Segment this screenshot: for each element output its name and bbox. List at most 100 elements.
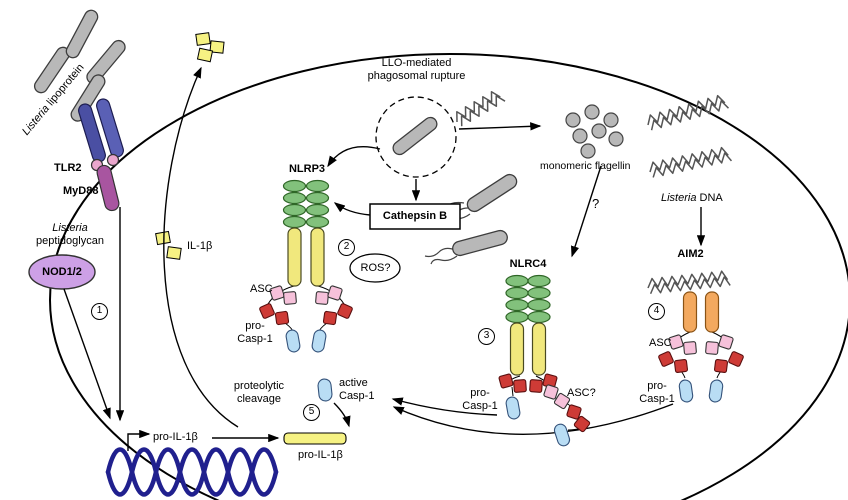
dna-helix-strand — [105, 447, 279, 497]
pro-casp1-molecule — [553, 423, 571, 447]
label-monomeric-flagellin: monomeric flagellin — [540, 160, 631, 172]
label-nod12: NOD1/2 — [42, 266, 82, 278]
arrow-flagellin-to-nlrc4 — [571, 165, 602, 258]
label-listeria-dna-em: Listeria — [661, 192, 697, 204]
tlr2-receptor — [78, 98, 124, 172]
il1b-molecule — [209, 40, 225, 54]
phagosome-bacterium — [392, 116, 438, 156]
pyd-domain — [543, 384, 571, 410]
bacterium-rod — [452, 229, 508, 257]
flagellin-monomer — [580, 143, 596, 159]
label-llo-line1: LLO-mediated — [381, 57, 452, 69]
il1b-molecule — [155, 230, 171, 246]
label-llo-line2: phagosomal rupture — [367, 70, 466, 82]
pro-il1b-rod — [283, 432, 347, 445]
pro-casp1-molecule — [505, 396, 521, 420]
step-badge-4: 4 — [648, 303, 665, 320]
label-aim2: AIM2 — [677, 248, 704, 260]
label-pro-casp1-aim2: pro- Casp-1 — [633, 380, 681, 406]
arrows — [63, 66, 706, 451]
flagellin-monomer — [591, 123, 607, 139]
label-il1b: IL-1β — [187, 240, 213, 252]
nlrp3-complex — [259, 179, 353, 353]
lrr-domain — [505, 274, 551, 324]
secreted-il1b-group — [195, 32, 225, 63]
label-listeria-peptidoglycan-line1: Listeria — [24, 222, 116, 235]
flagellin-monomer — [584, 104, 600, 120]
step-badge-5: 5 — [303, 404, 320, 421]
flagellin-monomer — [572, 128, 588, 144]
lrr-domain — [282, 179, 330, 229]
flagellated-bacteria-group — [424, 173, 518, 265]
label-myd88: MyD88 — [63, 185, 99, 197]
label-proteolytic-cleavage: proteolytic cleavage — [223, 380, 295, 406]
card-domain — [566, 404, 591, 433]
dna-squiggle — [456, 90, 506, 127]
card-domain — [259, 303, 353, 326]
il1b-molecule — [166, 246, 182, 260]
label-pro-casp1-line1: pro- — [245, 320, 265, 332]
pro-casp1-molecule — [285, 329, 327, 353]
il1b-molecule — [196, 47, 214, 63]
arrow-transcription-start — [127, 429, 151, 451]
arrow-phagosome-to-flagellin — [458, 122, 542, 131]
label-listeria-dna-rest: DNA — [696, 192, 723, 204]
arrow-aim2-to-casp1 — [392, 403, 674, 435]
label-pro-casp1-nlrp3: pro- Casp-1 — [231, 320, 279, 346]
cathepsin-box — [369, 203, 461, 230]
label-asc-nlrp3: ASC — [250, 283, 273, 295]
listeria-dna-squiggle — [647, 94, 730, 131]
label-listeria-peptidoglycan-line2: peptidoglycan — [36, 235, 104, 247]
myd88-protein — [96, 164, 120, 212]
label-active-casp1-line2: Casp-1 — [339, 390, 375, 402]
flagellin-monomer — [603, 112, 619, 128]
label-asc-question: ASC? — [567, 387, 596, 399]
dna-helix-strand — [105, 447, 279, 497]
tlr2-rod — [96, 98, 124, 158]
label-listeria-peptidoglycan-em: Listeria — [52, 222, 88, 234]
card-domain — [658, 351, 744, 374]
label-pro-il1b-protein: pro-IL-1β — [298, 449, 343, 461]
arrow-nod-signal — [63, 288, 111, 420]
label-pro-casp1-line2: Casp-1 — [639, 393, 675, 405]
label-pro-casp1-line2: Casp-1 — [462, 400, 498, 412]
arrow-cathepsin-to-nlrp3 — [333, 202, 371, 216]
label-ros: ROS? — [360, 262, 391, 274]
label-cathepsin-b: Cathepsin B — [382, 210, 448, 222]
label-pro-casp1-nlrc4: pro- Casp-1 — [456, 387, 504, 413]
nod12-receptor — [28, 254, 96, 290]
aim2-hin-domain — [682, 291, 720, 333]
label-listeria-peptidoglycan: Listeria peptidoglycan — [24, 222, 116, 248]
nlrc4-complex — [498, 274, 591, 447]
label-listeria-dna: Listeria DNA — [661, 192, 723, 205]
bacterium-rod — [65, 9, 99, 59]
arrow-il1b-secretion — [163, 66, 239, 428]
step-badge-3: 3 — [478, 328, 495, 345]
label-llo: LLO-mediated phagosomal rupture — [344, 57, 489, 83]
label-proteolytic-line1: proteolytic — [233, 380, 285, 392]
flagellin-monomer — [608, 131, 624, 147]
label-nlrc4: NLRC4 — [509, 258, 547, 270]
label-pro-casp1-line1: pro- — [470, 387, 490, 399]
cytosolic-il1b-group — [155, 230, 182, 260]
flagellin-monomers — [565, 104, 624, 159]
nacht-domain — [287, 227, 325, 287]
pyd-domain — [269, 285, 343, 305]
cell-membrane — [49, 53, 848, 500]
label-tlr2: TLR2 — [54, 162, 82, 174]
active-casp1-molecule — [317, 378, 333, 402]
ros-bubble — [349, 253, 401, 283]
label-asc-aim2: ASC — [649, 337, 672, 349]
arrow-nlrc4-to-casp1 — [391, 397, 498, 416]
listeria-dna-squiggle — [649, 146, 733, 178]
step-badge-1: 1 — [91, 303, 108, 320]
label-pro-il1b-gene: pro-IL-1β — [153, 431, 198, 443]
pyd-domain — [668, 334, 734, 355]
label-active-casp1: active Casp-1 — [339, 377, 374, 403]
label-pro-casp1-line1: pro- — [647, 380, 667, 392]
phagosome-circle — [375, 96, 457, 178]
label-active-casp1-line1: active — [339, 377, 368, 389]
step-badge-2: 2 — [338, 239, 355, 256]
